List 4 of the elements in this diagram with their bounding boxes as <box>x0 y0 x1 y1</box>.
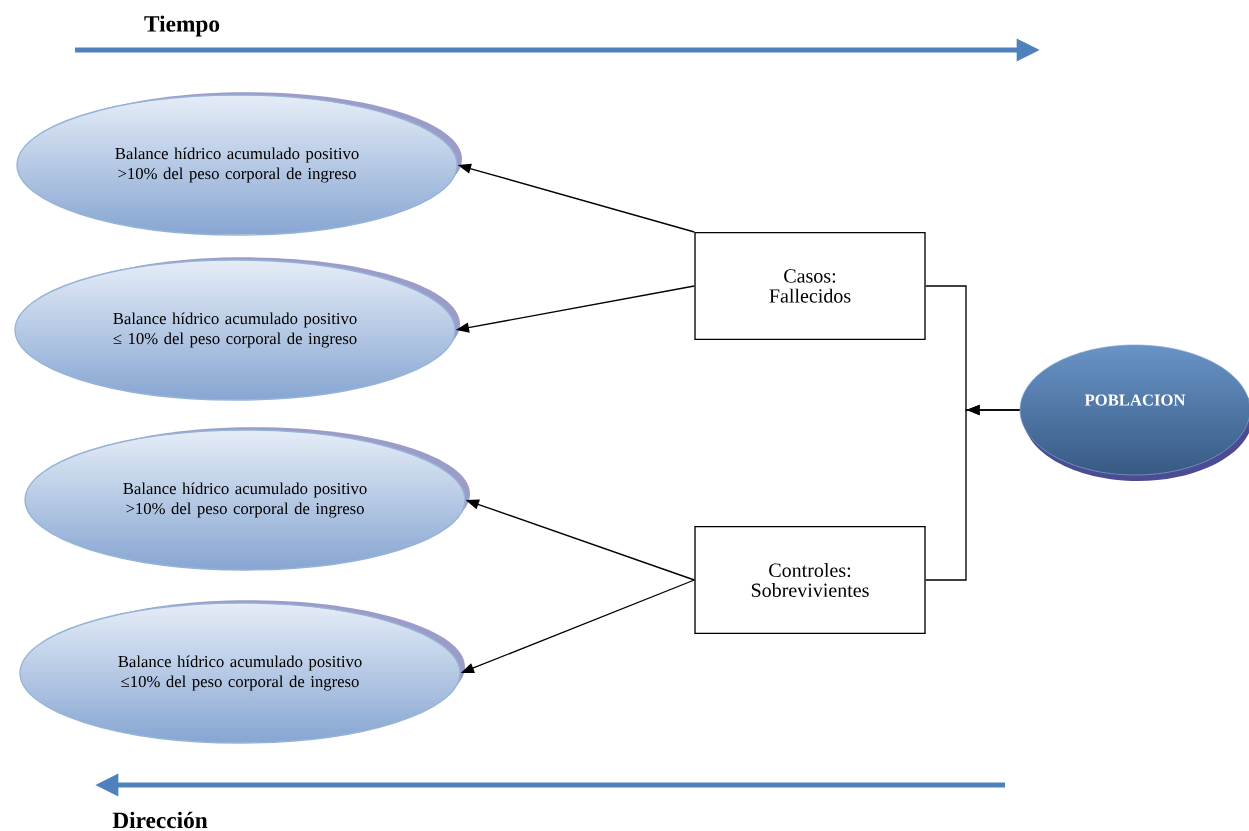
process-box: Casos: Fallecidos <box>694 232 926 340</box>
axis-label: Tiempo <box>144 15 220 37</box>
axis-label: Dirección <box>112 811 208 829</box>
process-box: Controles: Sobrevivientes <box>694 526 926 634</box>
